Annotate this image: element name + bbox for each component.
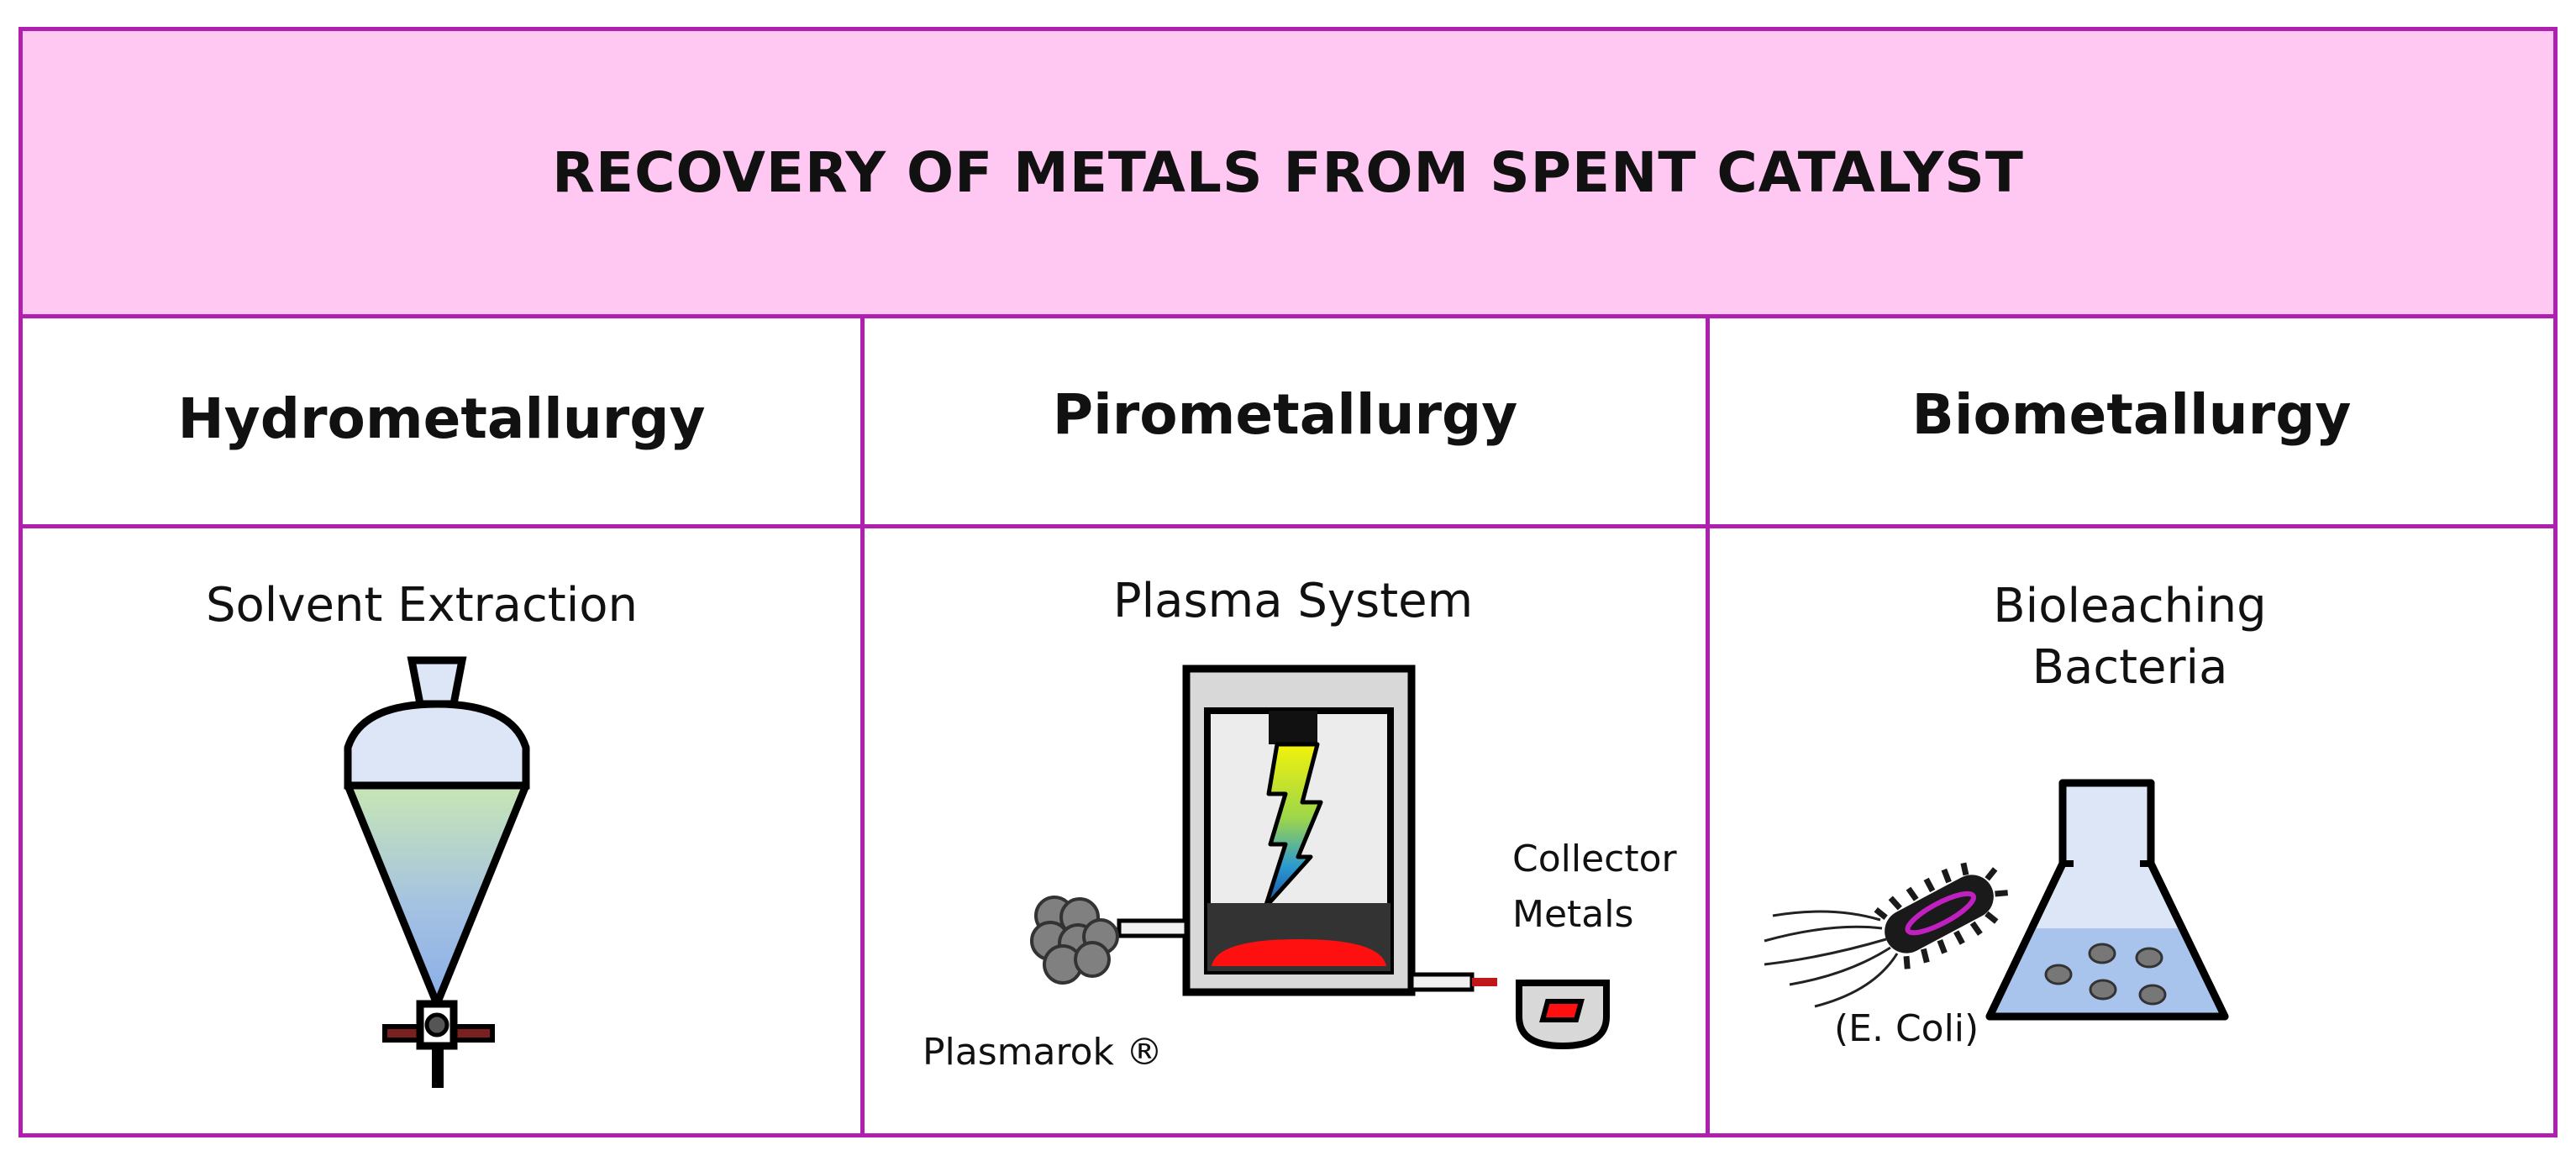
heading-biometallurgy: Biometallurgy (1911, 382, 2352, 447)
erlenmeyer-flask-icon (1985, 779, 2229, 1021)
heading-pirometallurgy: Pirometallurgy (1052, 382, 1518, 447)
label-plasmarok: Plasmarok ® (923, 1031, 1163, 1074)
column-divider-1 (860, 317, 865, 1137)
method-bioleaching: Bioleaching Bacteria (1993, 579, 2267, 695)
label-e-coli: (E. Coli) (1834, 1007, 1979, 1050)
diagram-title: RECOVERY OF METALS FROM SPENT CATALYST (552, 140, 2024, 205)
plasma-furnace-icon (1030, 665, 1497, 996)
column-divider-2 (1706, 317, 1710, 1137)
title-band: RECOVERY OF METALS FROM SPENT CATALYST (18, 27, 2558, 318)
method-solvent-extraction: Solvent Extraction (205, 578, 639, 633)
collector-crucible-icon (1516, 980, 1610, 1050)
separatory-funnel-icon (344, 656, 530, 1088)
heading-hydrometallurgy: Hydrometallurgy (177, 386, 706, 451)
row-divider (18, 524, 2558, 528)
label-collector-metals: Collector Metals (1512, 838, 1677, 936)
bacterium-icon (1764, 862, 2008, 1008)
method-plasma-system: Plasma System (1112, 574, 1474, 628)
